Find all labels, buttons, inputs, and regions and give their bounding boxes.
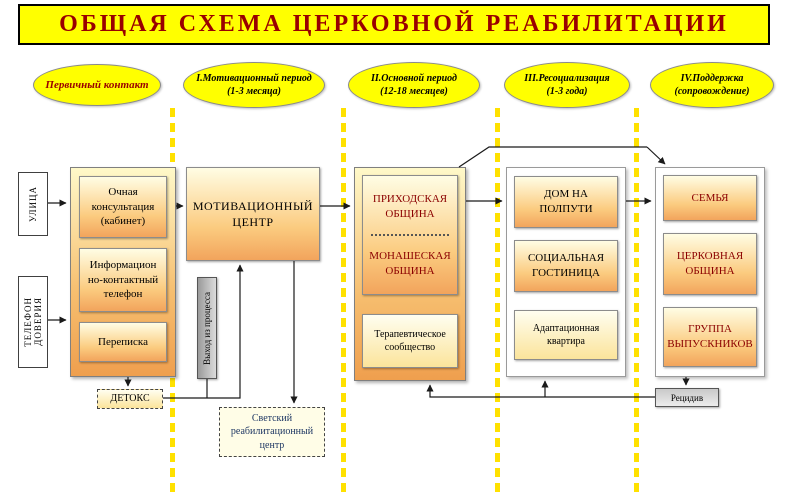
stage-label: IV.Поддержка <box>680 72 744 84</box>
process-exit-box: Выход из процесса <box>197 277 217 379</box>
dotted-divider <box>371 234 449 236</box>
relapse-box: Рецидив <box>655 388 719 407</box>
motivation-center-box: МОТИВАЦИОННЫЙ ЦЕНТР <box>186 167 320 261</box>
detox-box: ДЕТОКС <box>97 389 163 409</box>
stage-separator <box>341 108 346 492</box>
stage-sublabel: (1-3 года) <box>546 86 588 97</box>
source-helpline-box: ТЕЛЕФОН ДОВЕРИЯ <box>18 276 48 368</box>
alumni-group-box: ГРУППА ВЫПУСКНИКОВ <box>663 307 757 367</box>
stage-bubble-primary-contact: Первичный контакт <box>33 64 161 106</box>
halfway-house-box: ДОМ НА ПОЛПУТИ <box>514 176 618 228</box>
parish-community-label: ПРИХОДСКАЯ ОБЩИНА <box>372 192 448 220</box>
stage-label: III.Ресоциализация <box>524 72 610 84</box>
page-title: ОБЩАЯ СХЕМА ЦЕРКОВНОЙ РЕАБИЛИТАЦИИ <box>18 4 770 45</box>
source-helpline-label: ТЕЛЕФОН ДОВЕРИЯ <box>23 297 43 347</box>
stage-bubble-motivation-period: I.Мотивационный период (1-3 месяца) <box>183 62 325 108</box>
info-phone-box: Информацион но-контактный телефон <box>79 248 167 312</box>
monastic-community-label: МОНАШЕСКАЯ ОБЩИНА <box>369 249 451 277</box>
stage-bubble-resocialization: III.Ресоциализация (1-3 года) <box>504 62 630 108</box>
stage-separator <box>495 108 500 492</box>
stage-sublabel: (12-18 месяцев) <box>380 86 448 97</box>
social-hotel-box: СОЦИАЛЬНАЯ ГОСТИНИЦА <box>514 240 618 292</box>
stage-separator <box>634 108 639 492</box>
source-street-box: УЛИЦА <box>18 172 48 236</box>
stage-sublabel: (сопровождение) <box>674 86 750 97</box>
stage-sublabel: (1-3 месяца) <box>227 86 281 97</box>
secular-center-box: Светский реабилитационный центр <box>219 407 325 457</box>
family-box: СЕМЬЯ <box>663 175 757 221</box>
consultation-box: Очная консультация (кабинет) <box>79 176 167 238</box>
stage-label: II.Основной период <box>371 72 457 84</box>
source-street-label: УЛИЦА <box>28 186 38 222</box>
correspondence-box: Переписка <box>79 322 167 362</box>
church-community-box: ЦЕРКОВНАЯ ОБЩИНА <box>663 233 757 295</box>
adaptation-apartment-box: Адаптационная квартира <box>514 310 618 360</box>
stage-label: Первичный контакт <box>45 78 149 91</box>
communities-box: ПРИХОДСКАЯ ОБЩИНА МОНАШЕСКАЯ ОБЩИНА <box>362 175 458 295</box>
therapeutic-community-box: Терапевтическое сообщество <box>362 314 458 368</box>
stage-bubble-main-period: II.Основной период (12-18 месяцев) <box>348 62 480 108</box>
process-exit-label: Выход из процесса <box>202 291 212 365</box>
stage-label: I.Мотивационный период <box>196 72 312 84</box>
stage-bubble-support: IV.Поддержка (сопровождение) <box>650 62 774 108</box>
